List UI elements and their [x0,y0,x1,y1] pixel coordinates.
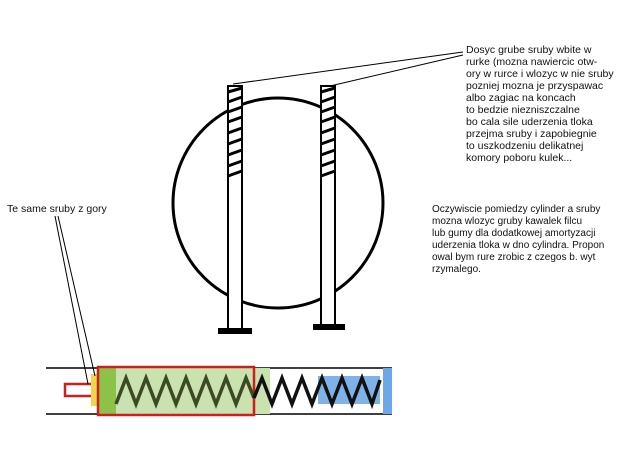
felt-note-line: Oczywiscie pomiedzy cylinder a sruby [432,204,601,215]
right-screw-thread [320,86,336,178]
screw-note-line: pozniej mozna je przyspawac [466,80,604,92]
tube-top-view [171,96,385,310]
felt-note-line: rzymalego. [432,264,481,275]
felt-note-line: lub gumy dla dodatkowej amortyzacji [432,228,596,239]
felt-note-line: mozna wlozyc gruby kawalek filcu [432,216,583,227]
left-screw [218,85,252,334]
cylinder-end-cap [383,368,392,414]
screw-note-line: to bedzie niezniszczalne [466,104,580,116]
felt-note: Oczywiscie pomiedzy cylinder a sruby moz… [432,204,604,276]
spring-inside-piston [114,373,256,409]
cylinder-side-view [46,365,392,417]
right-screw [313,85,345,330]
same-screws-label: Te same sruby z gory [7,203,107,215]
screw-note-line: bo cala sile uderzenia tloka [466,116,593,128]
screw-tip-marker [91,374,97,406]
screw-note-line: albo zagiac na koncach [466,92,576,104]
screw-note-line: rurke (mozna nawiercic otw- [466,56,598,68]
left-screw-head [218,328,252,334]
felt-note-line: uderzenia tloka w dno cylindra. Propon [432,240,605,251]
screw-note-line: Dosyc grube sruby wbite w [466,44,592,56]
right-screw-head [313,324,345,330]
piston-head [98,368,116,414]
same-screws-callout [54,215,96,385]
screw-note-callout [232,51,464,87]
screw-note: Dosyc grube sruby wbite w rurke (mozna n… [466,44,614,164]
screw-note-line: przejma sruby i zapobiegnie [466,128,597,140]
screw-note-line: ory w rurce i wlozyc w nie sruby [466,68,614,80]
piston-highlight-frame [96,365,256,417]
felt-note-line: owal bym rure zrobic z czegos b. wyt [432,252,596,263]
piston-body [98,368,270,414]
tube-cross-section [171,96,385,310]
screw-note-line: to uszkodzeniu delikatnej [466,140,584,152]
screw-note-line: komory poboru kulek... [466,152,573,164]
left-screw-thread [227,86,243,178]
spring-outside-piston [252,373,382,410]
